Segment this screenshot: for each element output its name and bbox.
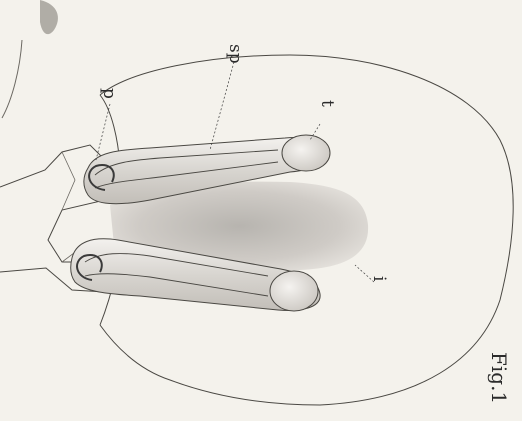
label-i: i — [369, 276, 389, 282]
leader-p — [96, 104, 110, 160]
label-t: t — [317, 100, 337, 107]
specimen-fragment — [40, 0, 58, 34]
figure-caption: Fig.1 — [487, 352, 511, 404]
specimen-fragment-line — [2, 40, 22, 118]
label-sp: sp — [225, 44, 245, 64]
label-p: p — [99, 88, 119, 99]
lower-tube-tip — [270, 271, 318, 311]
leader-sp — [210, 62, 234, 150]
upper-tube-tip — [282, 135, 330, 171]
